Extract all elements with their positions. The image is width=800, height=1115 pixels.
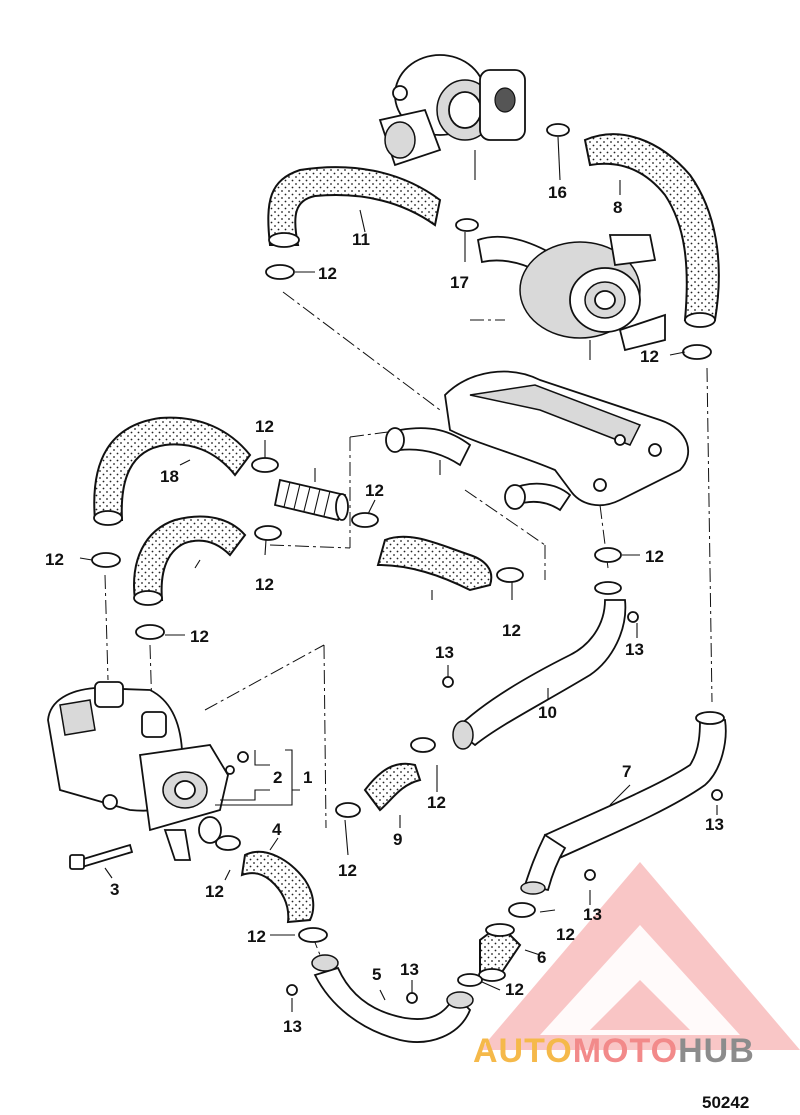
leader-lines xyxy=(79,136,718,1012)
callout-12: 12 xyxy=(190,627,209,646)
pipe-7 xyxy=(543,719,727,862)
callout-9: 9 xyxy=(393,830,402,849)
intake-manifold xyxy=(385,370,690,512)
hose-4 xyxy=(240,850,315,924)
thermostat-housing xyxy=(47,681,249,861)
callout-3: 3 xyxy=(110,880,119,899)
pipe-5 xyxy=(313,966,472,1043)
bolt-3 xyxy=(69,843,134,870)
hose-9 xyxy=(363,762,422,812)
callout-12: 12 xyxy=(338,861,357,880)
callout-13: 13 xyxy=(400,960,419,979)
watermark-hub: HUB xyxy=(678,1032,755,1070)
callout-4: 4 xyxy=(272,820,282,839)
callout-12: 12 xyxy=(645,547,664,566)
hose-clamps xyxy=(91,123,712,987)
watermark-moto: MOTO xyxy=(573,1032,678,1070)
pipe-10 xyxy=(453,599,627,747)
callout-1: 1 xyxy=(303,768,312,787)
callout-13: 13 xyxy=(705,815,724,834)
hose-15 xyxy=(93,416,252,521)
callout-12: 12 xyxy=(318,264,337,283)
callout-15: 18 xyxy=(160,467,179,486)
hose-6 xyxy=(478,923,522,982)
callout-13: 13 xyxy=(435,643,454,662)
callout-12: 12 xyxy=(556,925,575,944)
callout-12: 12 xyxy=(365,481,384,500)
callout-13: 13 xyxy=(625,640,644,659)
callout-12: 12 xyxy=(427,793,446,812)
callout-12: 12 xyxy=(247,927,266,946)
callout-5: 5 xyxy=(372,965,381,984)
supercharger-assembly xyxy=(378,54,526,180)
hose-11 xyxy=(267,166,442,246)
callout-6: 6 xyxy=(537,948,546,967)
callout-8: 8 xyxy=(613,198,622,217)
water-pump-assembly xyxy=(476,234,666,360)
figure-reference-number: 50242 xyxy=(702,1093,749,1112)
callout-labels: 12 11 17 16 8 12 12 18 12 12 12 12 12 12… xyxy=(45,183,724,1036)
hose-17 xyxy=(376,535,493,592)
callout-12: 12 xyxy=(640,347,659,366)
callout-7: 7 xyxy=(622,762,631,781)
callout-14: 17 xyxy=(450,273,469,292)
callout-12: 12 xyxy=(502,621,521,640)
watermark-logo xyxy=(480,862,800,1050)
watermark-auto: AUTO xyxy=(473,1032,573,1070)
callout-2: 2 xyxy=(273,768,282,787)
hose-16 xyxy=(273,478,349,522)
callout-13: 13 xyxy=(283,1017,302,1036)
watermark-text: AUTOMOTOHUB xyxy=(473,1032,755,1070)
callout-12: 12 xyxy=(255,575,274,594)
callout-14: 16 xyxy=(548,183,567,202)
callout-12: 12 xyxy=(255,417,274,436)
callout-10: 10 xyxy=(538,703,557,722)
callout-11: 11 xyxy=(352,230,370,249)
callout-12: 12 xyxy=(505,980,524,999)
callout-13: 13 xyxy=(583,905,602,924)
callout-12: 12 xyxy=(205,882,224,901)
hose-18 xyxy=(133,515,247,601)
callout-12: 12 xyxy=(45,550,64,569)
svg-text:AUTOMOTOHUB: AUTOMOTOHUB xyxy=(473,1032,755,1070)
